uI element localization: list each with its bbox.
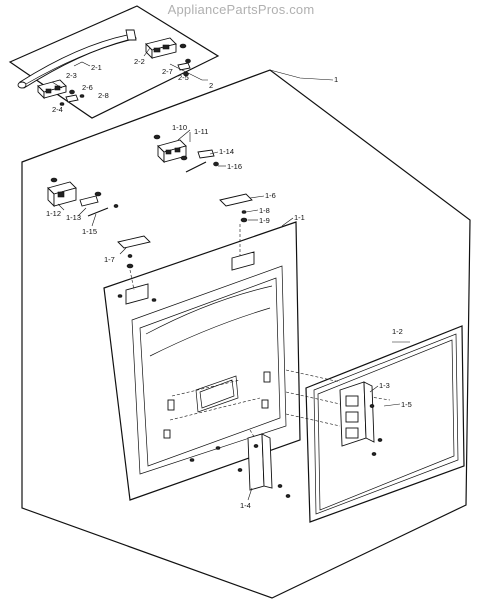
- label-1-10: 1-10: [172, 123, 187, 132]
- lower-hinge-bracket: [237, 433, 291, 498]
- label-2: 2: [209, 81, 213, 90]
- door-gasket: [305, 325, 465, 523]
- label-1-6: 1-6: [265, 191, 276, 200]
- label-2-6: 2-6: [82, 83, 93, 92]
- handle-assembly-panel: [8, 5, 220, 119]
- label-2-3: 2-3: [66, 71, 77, 80]
- gasket-bracket: [339, 381, 383, 456]
- label-1-13: 1-13: [66, 213, 81, 222]
- label-2-1: 2-1: [91, 63, 102, 72]
- hinge-pin-parts: [185, 149, 219, 173]
- label-1-2: 1-2: [392, 327, 403, 336]
- label-1-1: 1-1: [294, 213, 305, 222]
- side-bracket-left: [47, 177, 119, 217]
- callout-labels: 1 2 2-1 2-2 2-3 2-4 2-5 2-6 2-7 2-8 1-10…: [46, 57, 412, 510]
- label-1-8: 1-8: [259, 206, 270, 215]
- handle-bar-part: [17, 29, 137, 89]
- handle-end-cap-right: [145, 37, 177, 60]
- leader-lines: [51, 47, 410, 501]
- label-1-4: 1-4: [240, 501, 251, 510]
- label-2-8: 2-8: [98, 91, 109, 100]
- label-2-4: 2-4: [52, 105, 63, 114]
- top-hinge-bracket: [153, 134, 188, 164]
- label-1-5: 1-5: [401, 400, 412, 409]
- label-1-15: 1-15: [82, 227, 97, 236]
- label-1-9: 1-9: [259, 216, 270, 225]
- label-2-5: 2-5: [178, 73, 189, 82]
- door-body: [103, 221, 301, 501]
- handle-end-cap-left: [37, 79, 67, 100]
- top-cap-part: [219, 193, 253, 223]
- label-2-2: 2-2: [134, 57, 145, 66]
- label-1-12: 1-12: [46, 209, 61, 218]
- label-1: 1: [334, 75, 338, 84]
- label-1-7: 1-7: [104, 255, 115, 264]
- handle-fasteners: [59, 43, 191, 106]
- label-2-7: 2-7: [162, 67, 173, 76]
- bottom-cap-part: [117, 235, 151, 269]
- label-1-14: 1-14: [219, 147, 234, 156]
- watermark: AppliancePartsPros.com: [167, 2, 315, 17]
- label-1-11: 1-11: [194, 127, 208, 136]
- label-1-3: 1-3: [379, 381, 390, 390]
- label-1-16: 1-16: [227, 162, 242, 171]
